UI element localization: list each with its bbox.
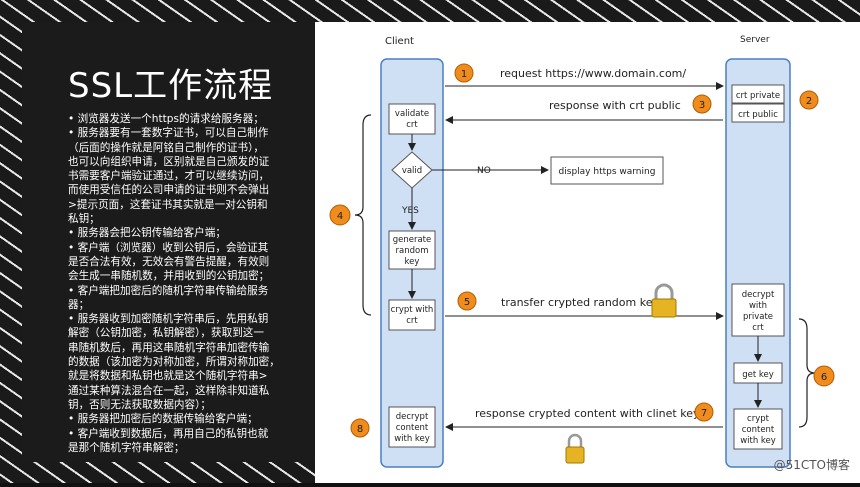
decrypt-content-line3: with key xyxy=(394,434,430,444)
https-warning-box xyxy=(550,156,664,185)
crt-public-label: crt public xyxy=(738,110,778,120)
text-panel-background xyxy=(22,22,322,462)
step-2-number: 2 xyxy=(806,96,812,107)
description-line: 串随机数后，再用这串随机字符串加密传输 xyxy=(68,341,270,354)
decrypt-private-line3: private xyxy=(743,312,773,322)
step-7-badge xyxy=(694,402,714,422)
lock-icon xyxy=(565,433,585,464)
step-7-number: 7 xyxy=(701,408,707,419)
server-label: Server xyxy=(740,35,770,45)
description-line: 是否合法有效，无效会有警告提醒，有效则 xyxy=(68,255,270,268)
request-message: request https://www.domain.com/ xyxy=(500,67,686,80)
description-line: 是那个随机字符串解密； xyxy=(68,441,185,454)
decrypt-content-box xyxy=(388,406,436,448)
slide-title: SSL工作流程 xyxy=(68,66,274,106)
step-2-badge xyxy=(799,90,819,110)
description-line: • 浏览器发送一个https的请求给服务器； xyxy=(68,113,264,125)
description-line: • 服务器会把公钥传输给客户端； xyxy=(68,227,226,240)
description-line: • 服务器收到加密随机字符串后，先用私钥 xyxy=(68,313,269,326)
description-line: • 客户端把加密后的随机字符串传输给服务 xyxy=(68,284,269,297)
step-4-number: 4 xyxy=(337,211,343,222)
diagram-panel: Client Server 1 request https://www.doma… xyxy=(315,22,860,483)
decrypt-private-line2: with xyxy=(749,301,767,311)
decrypt-private-box xyxy=(731,283,785,337)
description-line: 也可以向组织申请，区别就是自己颁发的证 xyxy=(68,155,270,168)
step-8-badge xyxy=(350,418,370,438)
step-5-number: 5 xyxy=(464,297,470,308)
description-line: 解密（公钥加密，私钥解密），获取到这一 xyxy=(68,327,264,340)
description-line: 通过某种算法混合在一起，这样除非知道私 xyxy=(68,384,270,397)
generate-key-line1: generate xyxy=(393,235,432,245)
ssl-flow-diagram: Client Server 1 request https://www.doma… xyxy=(329,35,835,468)
description-line: >提示页面，这套证书其实就是一对公钥和 xyxy=(68,198,268,211)
step-5-badge xyxy=(457,291,477,311)
description-line: 书需要客户端验证通过，才可以继续访问， xyxy=(68,170,270,183)
description-line: • 服务器把加密后的数据传输给客户端； xyxy=(68,413,258,426)
description-line: （后面的操作就是阿铭自己制作的证书）， xyxy=(68,141,264,154)
response-message: response with crt public xyxy=(549,99,681,112)
server-steps-brace xyxy=(798,318,816,428)
watermark: @51CTO博客 xyxy=(773,458,850,472)
description-line: 就是将数据和私钥也就是这个随机字符串> xyxy=(68,370,268,383)
decrypt-content-line2: content xyxy=(396,423,429,433)
step-1-badge xyxy=(454,63,474,83)
decrypt-private-line4: crt xyxy=(752,323,764,333)
crypt-with-crt-line1: crypt with xyxy=(391,305,434,315)
content-message: response crypted content with clinet key xyxy=(475,407,700,420)
client-label: Client xyxy=(385,36,414,47)
description-text: • 浏览器发送一个https的请求给服务器； • 服务器要有一套数字证书，可以自己… xyxy=(68,112,313,455)
generate-key-line3: key xyxy=(405,257,420,267)
crypt-content-line3: with key xyxy=(740,436,776,446)
yes-label: YES xyxy=(401,206,419,216)
crypt-content-line1: crypt xyxy=(747,414,770,424)
description-line: 钥，否则无法获取数据内容）； xyxy=(68,398,212,411)
description-line: • 客户端（浏览器）收到公钥后，会验证其 xyxy=(68,241,269,254)
crypt-content-box xyxy=(733,408,783,450)
step-3-number: 3 xyxy=(699,100,705,111)
step-4-badge xyxy=(329,204,351,226)
decrypt-content-line1: decrypt xyxy=(396,412,429,422)
generate-key-line2: random xyxy=(396,246,429,256)
decrypt-private-line1: decrypt xyxy=(742,290,775,300)
description-line: 而使用受信任的公司申请的证书则不会弹出 xyxy=(68,184,270,197)
description-line: • 客户端收到数据后，再用自己的私钥也就 xyxy=(68,427,269,440)
description-line: 会生成一串随机数，并用收到的公钥加密； xyxy=(68,270,270,283)
https-warning-label: display https warning xyxy=(559,167,656,177)
description-line: 私钥； xyxy=(68,213,100,226)
crt-private-box xyxy=(731,84,785,104)
validate-crt-box xyxy=(388,103,436,135)
description-line: 器； xyxy=(68,298,90,311)
step-3-badge xyxy=(692,94,712,114)
description-line: 的数据（该加密为对称加密，所谓对称加密， xyxy=(68,356,280,369)
get-key-label: get key xyxy=(742,370,774,380)
description-line: • 服务器要有一套数字证书，可以自己制作 xyxy=(68,127,269,140)
lock-icon xyxy=(651,283,677,318)
step-6-badge xyxy=(813,365,835,387)
validate-crt-line1: validate xyxy=(395,109,429,119)
crt-public-box xyxy=(731,103,785,123)
valid-label: valid xyxy=(402,166,422,176)
client-steps-brace xyxy=(354,114,372,316)
crt-private-label: crt private xyxy=(736,91,780,101)
no-label: NO xyxy=(477,166,491,176)
validate-crt-line2: crt xyxy=(406,120,418,130)
step-8-number: 8 xyxy=(357,424,363,435)
step-6-number: 6 xyxy=(821,372,827,383)
transfer-message: transfer crypted random key xyxy=(501,296,659,309)
crypt-content-line2: content xyxy=(742,425,775,435)
crypt-with-crt-line2: crt xyxy=(406,316,418,326)
crypt-with-crt-box xyxy=(388,299,436,331)
step-1-number: 1 xyxy=(461,69,467,80)
